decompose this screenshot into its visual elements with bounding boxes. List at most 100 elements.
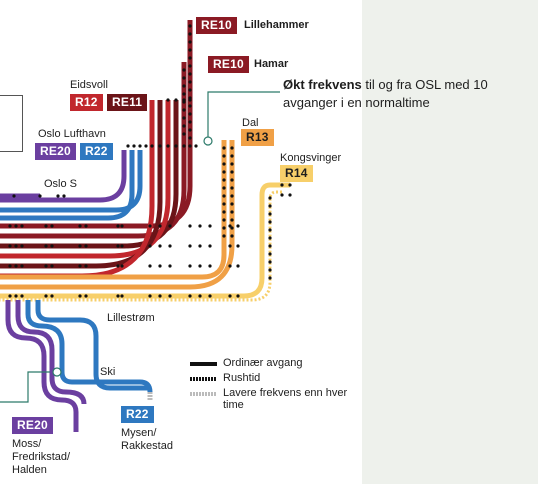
rush-dot-re10-hamar	[182, 116, 186, 120]
rush-dot-trunk	[78, 224, 82, 228]
rush-dot-lufthavn	[150, 144, 154, 148]
rush-dot-trunk	[20, 244, 24, 248]
rush-dot-r13-b	[230, 170, 234, 174]
rush-dot-r13-b	[230, 178, 234, 182]
rush-dot-r14-end	[288, 183, 292, 187]
route-r22-north-b	[0, 150, 135, 221]
rush-dot-trunk	[228, 244, 232, 248]
callout-bold-text: Økt frekvens	[283, 77, 362, 92]
route-r13	[0, 140, 235, 290]
rush-dot-trunk	[208, 294, 212, 298]
route-r22-south-b	[35, 300, 150, 391]
rush-dot-re10	[188, 24, 192, 28]
rush-dot-trunk	[236, 244, 240, 248]
rush-dot-r13	[222, 186, 226, 190]
rush-dot-trunk	[158, 244, 162, 248]
legend-swatch-rush	[190, 377, 217, 381]
rush-dot-r13-b	[230, 146, 234, 150]
rush-dot-r14	[268, 228, 272, 232]
rush-dot-trunk	[84, 244, 88, 248]
rush-dot-eidsvoll	[174, 98, 178, 102]
rush-dot-r14	[268, 196, 272, 200]
rush-dot-trunk	[116, 224, 120, 228]
rush-dot-trunk	[236, 224, 240, 228]
side-panel	[362, 0, 538, 484]
rush-dot-lufthavn	[144, 144, 148, 148]
station-ski: Ski	[100, 366, 116, 378]
rush-dot-trunk	[236, 294, 240, 298]
line-badge-re20-top: RE20	[35, 143, 76, 160]
rush-dot-r14-end	[280, 193, 284, 197]
rush-dot-re10-hamar	[182, 108, 186, 112]
rush-dot-trunk	[84, 264, 88, 268]
rush-dot-trunk	[8, 244, 12, 248]
rush-dot-re10-hamar	[182, 124, 186, 128]
route-r12	[0, 100, 171, 259]
route-re20-north	[0, 150, 127, 203]
rush-dot-trunk	[50, 244, 54, 248]
rush-dot-r13-b	[230, 162, 234, 166]
station-kongsvinger: Kongsvinger	[280, 152, 342, 164]
rush-dot-eidsvoll	[166, 98, 170, 102]
rush-dot-trunk	[78, 294, 82, 298]
rush-dot-lufthavn	[138, 144, 142, 148]
route-re11-b	[0, 100, 163, 269]
rush-dot-r13-b	[230, 226, 234, 230]
rush-dot-r14	[268, 212, 272, 216]
rush-dot-trunk	[78, 244, 82, 248]
rush-dot-re10-hamar	[182, 92, 186, 96]
rush-dot-r13	[222, 146, 226, 150]
rush-dot-r14-end	[288, 193, 292, 197]
route-re20-south	[5, 300, 79, 432]
rush-dot-re10-hamar	[182, 132, 186, 136]
line-badge-r13: R13	[241, 129, 274, 146]
rush-dot-trunk	[188, 224, 192, 228]
rush-dot-trunk	[120, 294, 124, 298]
rush-dot-re10	[188, 112, 192, 116]
rush-dot-trunk	[44, 294, 48, 298]
rush-dot-lufthavn	[182, 144, 186, 148]
rush-dot-r13-b	[230, 202, 234, 206]
rush-dot-trunk	[116, 264, 120, 268]
rush-dot-lufthavn	[132, 144, 136, 148]
rush-dot-trunk	[158, 224, 162, 228]
rush-dot-trunk	[168, 244, 172, 248]
rush-dot-trunk	[120, 244, 124, 248]
rush-dot-trunk	[44, 224, 48, 228]
rush-dot-trunk	[116, 294, 120, 298]
rush-dot-re10	[188, 32, 192, 36]
rush-dot-re10	[188, 56, 192, 60]
rush-dot-r13	[222, 162, 226, 166]
rush-dot-trunk	[168, 224, 172, 228]
rush-dot-r14	[268, 260, 272, 264]
route-r14	[0, 182, 290, 299]
left-callout-leader-line	[0, 371, 50, 403]
station-eidsvoll: Eidsvoll	[70, 79, 108, 91]
rush-dot-re10-hamar	[182, 76, 186, 80]
line-badge-re20-bottom: RE20	[12, 417, 53, 434]
rush-dot-trunk	[208, 264, 212, 268]
station-oslo-s: Oslo S	[44, 178, 78, 190]
rush-dot-re10	[188, 120, 192, 124]
callout-text: til og fra OSL med 10 avganger i en norm…	[283, 77, 488, 110]
rush-dot-trunk	[50, 294, 54, 298]
rush-dot-r13-b	[230, 194, 234, 198]
rush-dot-trunk	[158, 294, 162, 298]
rush-dot-re10	[188, 48, 192, 52]
rush-dot-r13-b	[230, 186, 234, 190]
rush-dot-re10	[188, 80, 192, 84]
route-re20-south-b	[15, 300, 87, 405]
rush-dot-r13-b	[230, 154, 234, 158]
callout-leader-line	[207, 91, 280, 140]
rush-dot-lufthavn	[188, 144, 192, 148]
rush-dot-trunk	[84, 224, 88, 228]
line-badge-r14: R14	[280, 165, 313, 182]
rush-dot-r13	[222, 202, 226, 206]
rush-dot-trunk	[116, 244, 120, 248]
rush-dot-r13	[222, 170, 226, 174]
rush-dot-re10	[188, 88, 192, 92]
station-moss-fredrikstad-halden: Moss/ Fredrikstad/ Halden	[12, 438, 71, 476]
rush-dot-trunk	[168, 294, 172, 298]
station-oslo-lufthavn: Oslo Lufthavn	[38, 128, 106, 140]
